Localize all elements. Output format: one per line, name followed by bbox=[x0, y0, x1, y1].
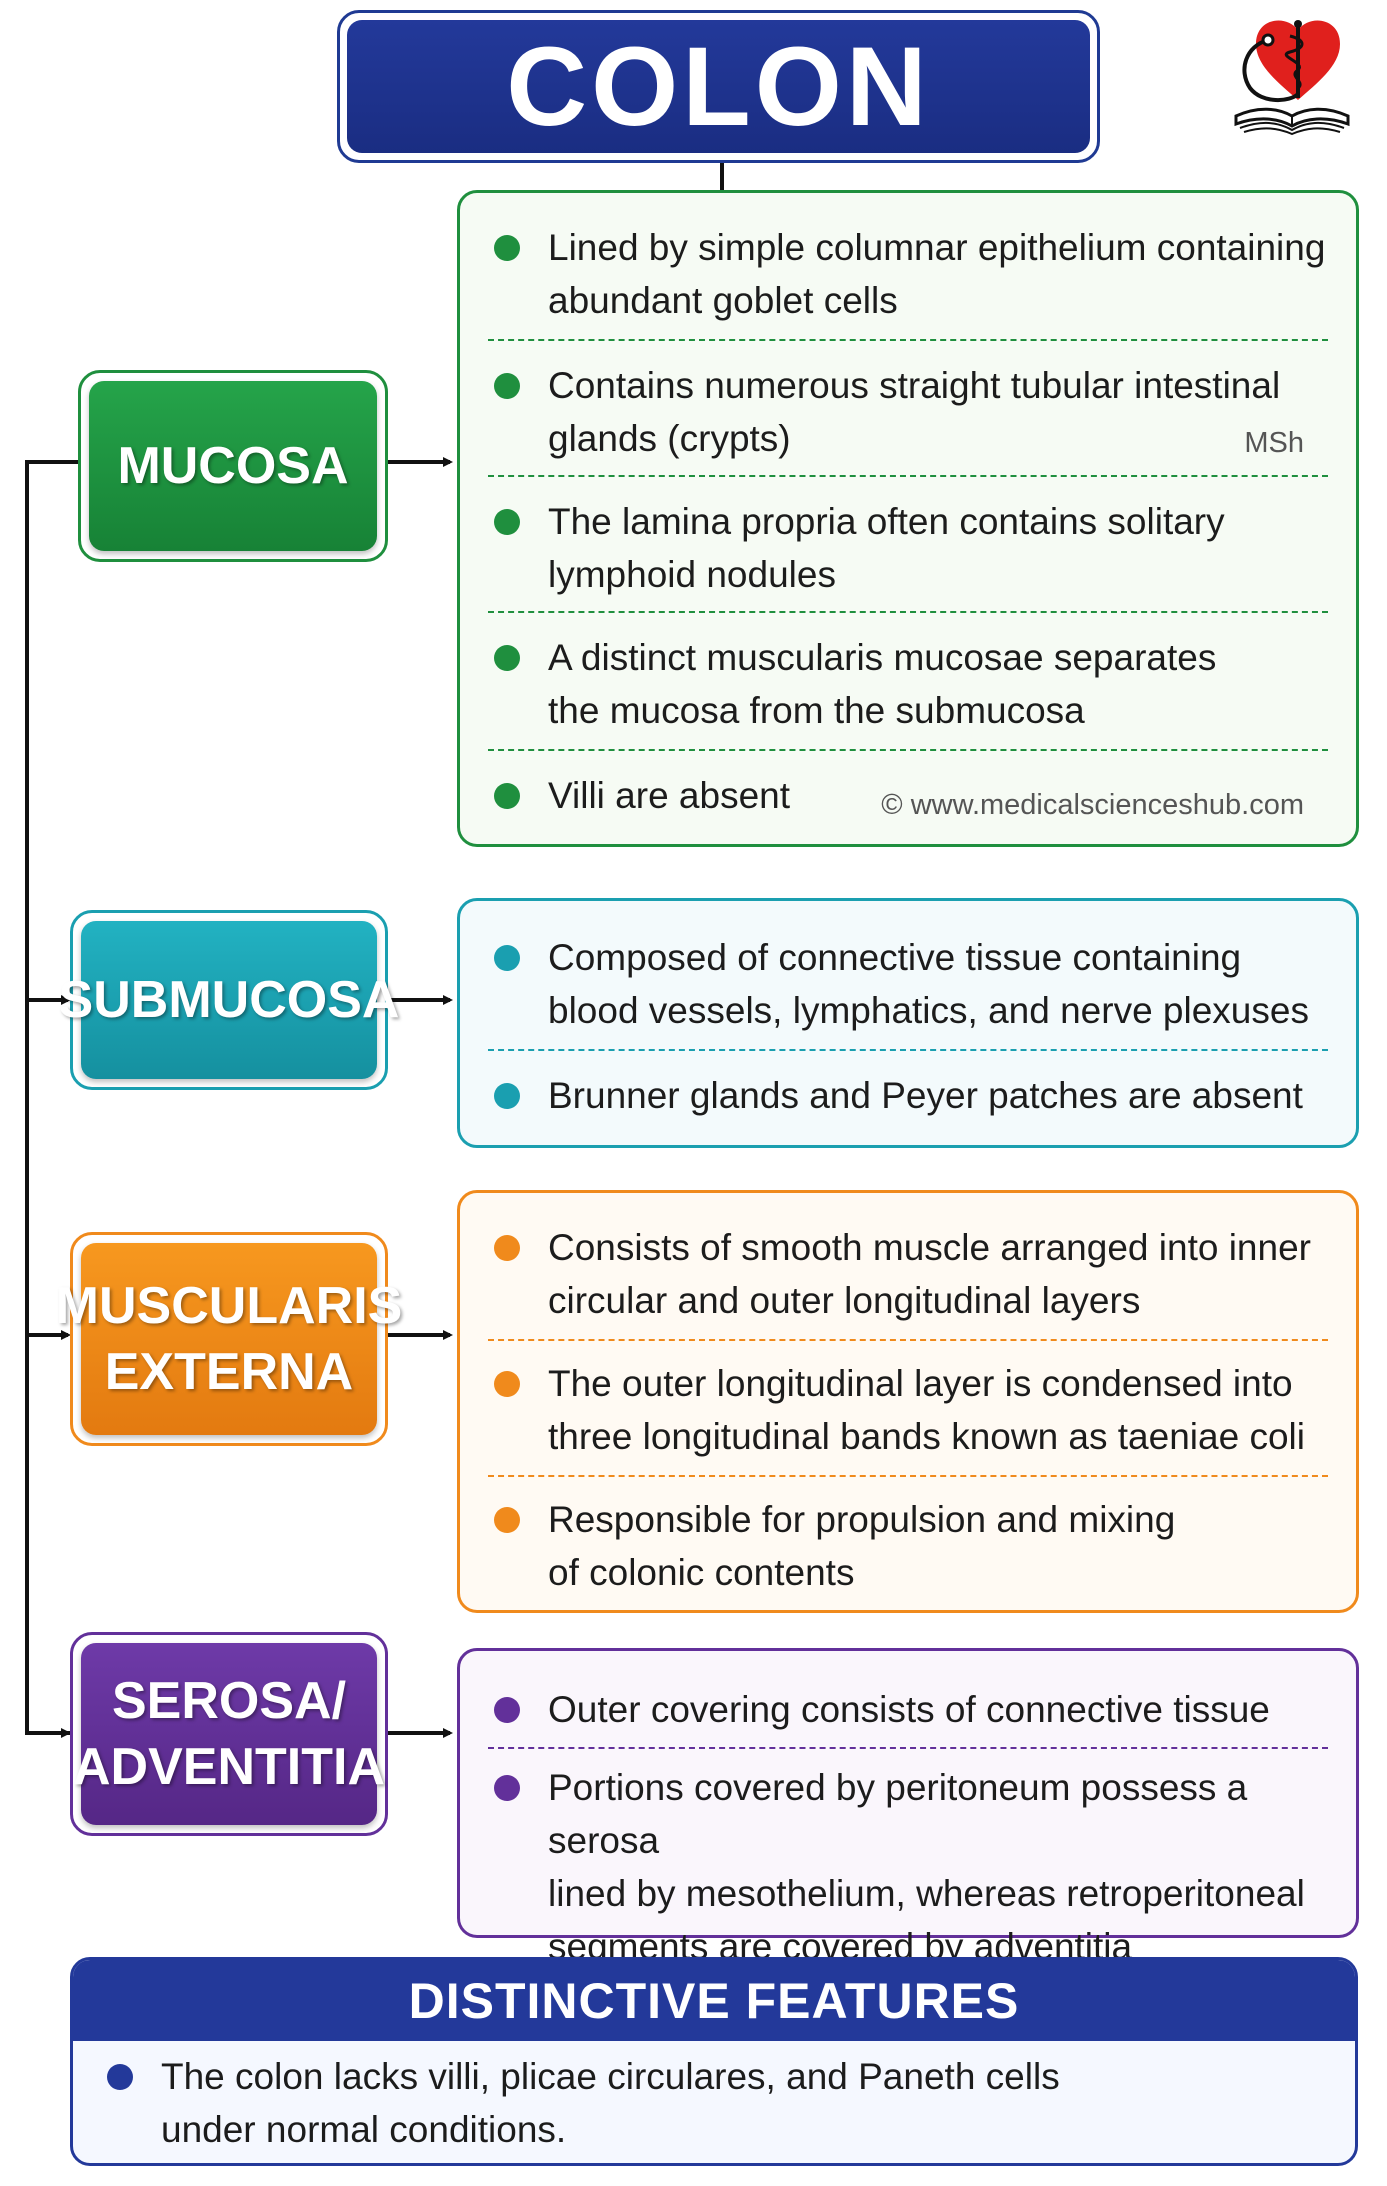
heart-stethoscope-book-icon bbox=[1234, 20, 1350, 136]
muscularis-label-line2: EXTERNA bbox=[104, 1343, 354, 1401]
bullet-icon bbox=[494, 783, 520, 809]
divider bbox=[488, 611, 1328, 613]
mucosa-panel: Lined by simple columnar epithelium cont… bbox=[457, 190, 1359, 847]
submucosa-panel: Composed of connective tissue containing… bbox=[457, 898, 1359, 1148]
bullet-icon bbox=[494, 945, 520, 971]
mucosa-box: MUCOSA bbox=[78, 370, 388, 562]
bullet-icon bbox=[494, 1775, 520, 1801]
bullet-icon bbox=[494, 509, 520, 535]
page-title: COLON bbox=[347, 20, 1090, 153]
watermark-site: © www.medicalscienceshub.com bbox=[881, 789, 1304, 821]
submucosa-box: SUBMUCOSA bbox=[59, 910, 399, 1090]
title-banner: COLON bbox=[337, 10, 1100, 163]
divider bbox=[488, 1747, 1328, 1749]
divider bbox=[488, 1475, 1328, 1477]
mucosa-label: MUCOSA bbox=[89, 381, 377, 551]
bullet-icon bbox=[494, 373, 520, 399]
watermark-initials: MSh bbox=[1244, 427, 1304, 459]
divider bbox=[488, 1339, 1328, 1341]
bullet-icon bbox=[494, 1235, 520, 1261]
divider bbox=[488, 339, 1328, 341]
distinctive-features-box: DISTINCTIVE FEATURES The colon lacks vil… bbox=[70, 1957, 1358, 2166]
serosa-label-line2: ADVENTITIA bbox=[73, 1738, 385, 1796]
bullet-icon bbox=[494, 235, 520, 261]
bullet-icon bbox=[494, 1507, 520, 1533]
muscularis-label-line1: MUSCULARIS bbox=[55, 1277, 403, 1335]
serosa-label-line1: SEROSA/ bbox=[111, 1672, 347, 1730]
submucosa-label: SUBMUCOSA bbox=[59, 921, 399, 1079]
muscularis-panel: Consists of smooth muscle arranged into … bbox=[457, 1190, 1359, 1613]
bullet-icon bbox=[107, 2064, 133, 2090]
divider bbox=[488, 475, 1328, 477]
serosa-panel: Outer covering consists of connective ti… bbox=[457, 1648, 1359, 1967]
bullet-icon bbox=[494, 1697, 520, 1723]
divider bbox=[488, 1049, 1328, 1051]
bullet-icon bbox=[494, 1371, 520, 1397]
bullet-icon bbox=[494, 1083, 520, 1109]
bullet-icon bbox=[494, 645, 520, 671]
divider bbox=[488, 749, 1328, 751]
spine-line bbox=[25, 460, 78, 1735]
serosa-box: SEROSA/ ADVENTITIA bbox=[70, 1632, 388, 1836]
muscularis-box: MUSCULARIS EXTERNA bbox=[56, 1232, 402, 1446]
distinctive-features-heading: DISTINCTIVE FEATURES bbox=[73, 1960, 1355, 2041]
